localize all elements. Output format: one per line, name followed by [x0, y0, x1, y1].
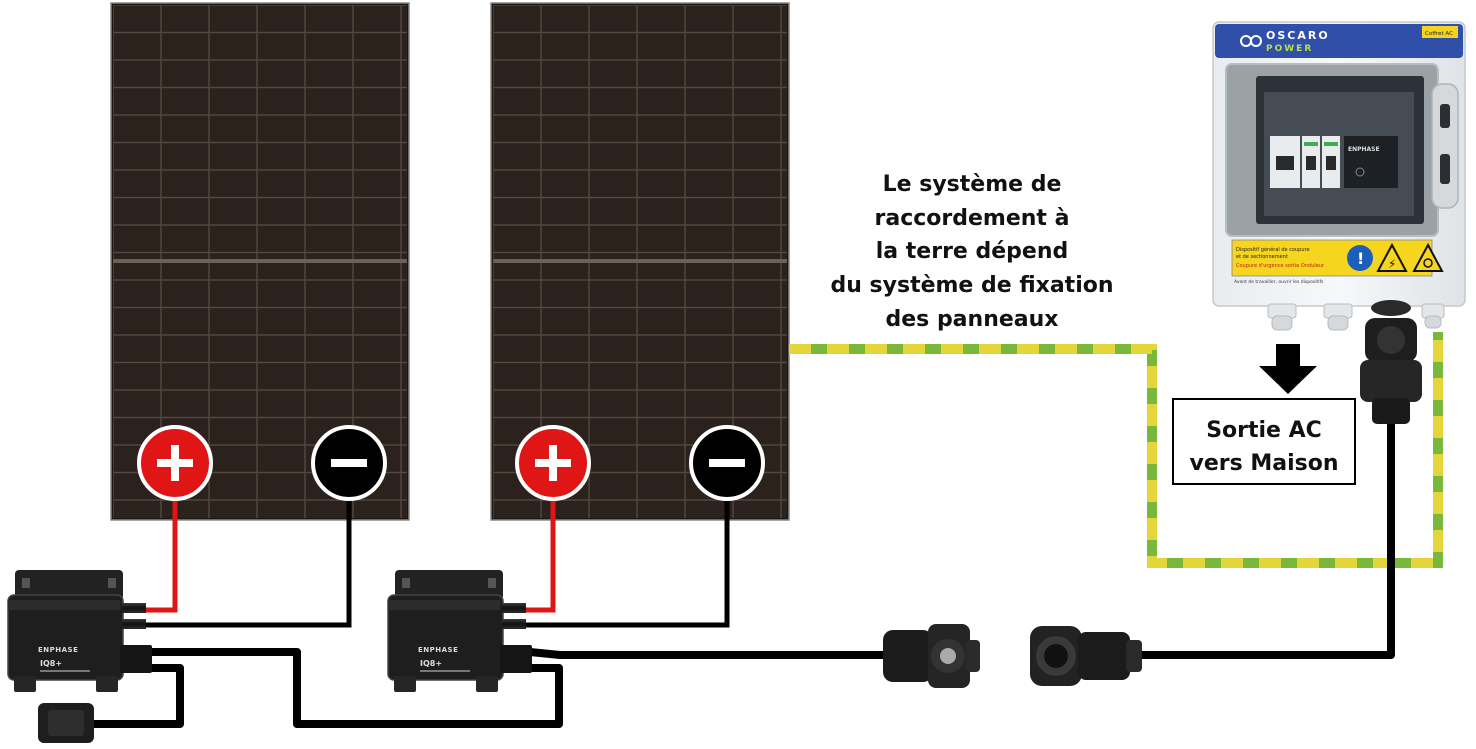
microinverter-1-brand: ENPHASE [38, 646, 78, 654]
ac-box-brand-bottom: POWER [1266, 44, 1313, 54]
ac-box-warning-2: et de sectionnement [1236, 254, 1288, 260]
microinverter-1: ENPHASE IQ8+ [7, 570, 152, 743]
ac-box-warning-1: Dispositif général de coupure [1236, 246, 1310, 253]
ac-box-tag: Coffret AC [1425, 31, 1453, 37]
cable-gland [1267, 303, 1445, 331]
ground-note-line-2: raccordement à [875, 206, 1070, 231]
microinverter-2-brand: ENPHASE [418, 646, 458, 654]
ground-wire [789, 332, 1443, 568]
ac-box-inner-brand: ENPHASE [1348, 146, 1380, 153]
ground-note: Le système de raccordement à la terre dé… [830, 172, 1113, 332]
panel-2-positive-terminal [515, 425, 591, 501]
ac-connector-female [1030, 626, 1142, 686]
ac-output-line-2: vers Maison [1189, 451, 1338, 476]
ac-connector-male [883, 624, 980, 688]
ac-output-label-box: Sortie AC vers Maison [1172, 398, 1356, 485]
ground-note-line-5: des panneaux [886, 307, 1059, 332]
microinverter-1-model: IQ8+ [40, 659, 62, 668]
microinverter-2-model: IQ8+ [420, 659, 442, 668]
solar-warning-icon [1412, 242, 1444, 272]
ac-box-input-connector [1360, 318, 1422, 424]
ground-note-line-1: Le système de [883, 172, 1062, 197]
ground-note-line-3: la terre dépend [876, 239, 1069, 264]
oscaro-logo-icon [1240, 35, 1262, 47]
dc-wires [145, 470, 730, 628]
ac-box-brand-top: OSCARO [1266, 29, 1330, 42]
info-icon [1347, 245, 1373, 271]
ground-note-line-4: du système de fixation [830, 273, 1113, 298]
ac-distribution-box: OSCARO POWER Coffret AC ENPHASE Disposit… [1212, 21, 1466, 331]
panel-1-negative-terminal [311, 425, 387, 501]
svg-text:⚡: ⚡ [1388, 257, 1396, 271]
ac-box-warning-3: Coupure d'urgence sortie Onduleur [1236, 263, 1325, 269]
ac-trunk-wires [92, 420, 1395, 728]
panel-2-negative-terminal [689, 425, 765, 501]
panel-1-positive-terminal [137, 425, 213, 501]
ac-output-arrow-icon [1259, 344, 1317, 394]
ac-output-line-1: Sortie AC [1206, 418, 1322, 443]
microinverter-2: ENPHASE IQ8+ [387, 570, 532, 692]
high-voltage-icon [1376, 242, 1408, 272]
ac-box-footer-note: Avant de travailler, ouvrir les disposit… [1234, 279, 1324, 285]
svg-text:!: ! [1357, 249, 1364, 268]
